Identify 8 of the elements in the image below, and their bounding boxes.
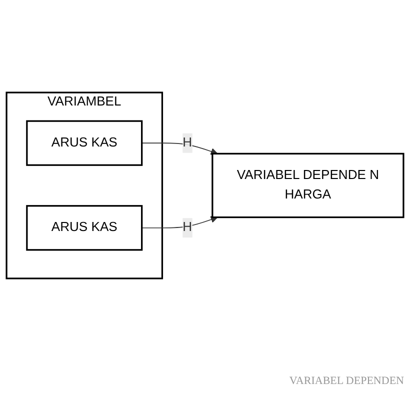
edge-label: H (182, 135, 192, 150)
arrow (141, 216, 218, 228)
edge-label: H (182, 220, 192, 234)
node-box: ARUS KAS (26, 204, 143, 250)
node-box: VARIABEL DEPENDE N HARGA (212, 152, 404, 218)
arrow (141, 142, 218, 154)
label-text: VARIABEL DEPENDEN (289, 375, 404, 387)
node-box: ARUS KAS (26, 120, 143, 166)
